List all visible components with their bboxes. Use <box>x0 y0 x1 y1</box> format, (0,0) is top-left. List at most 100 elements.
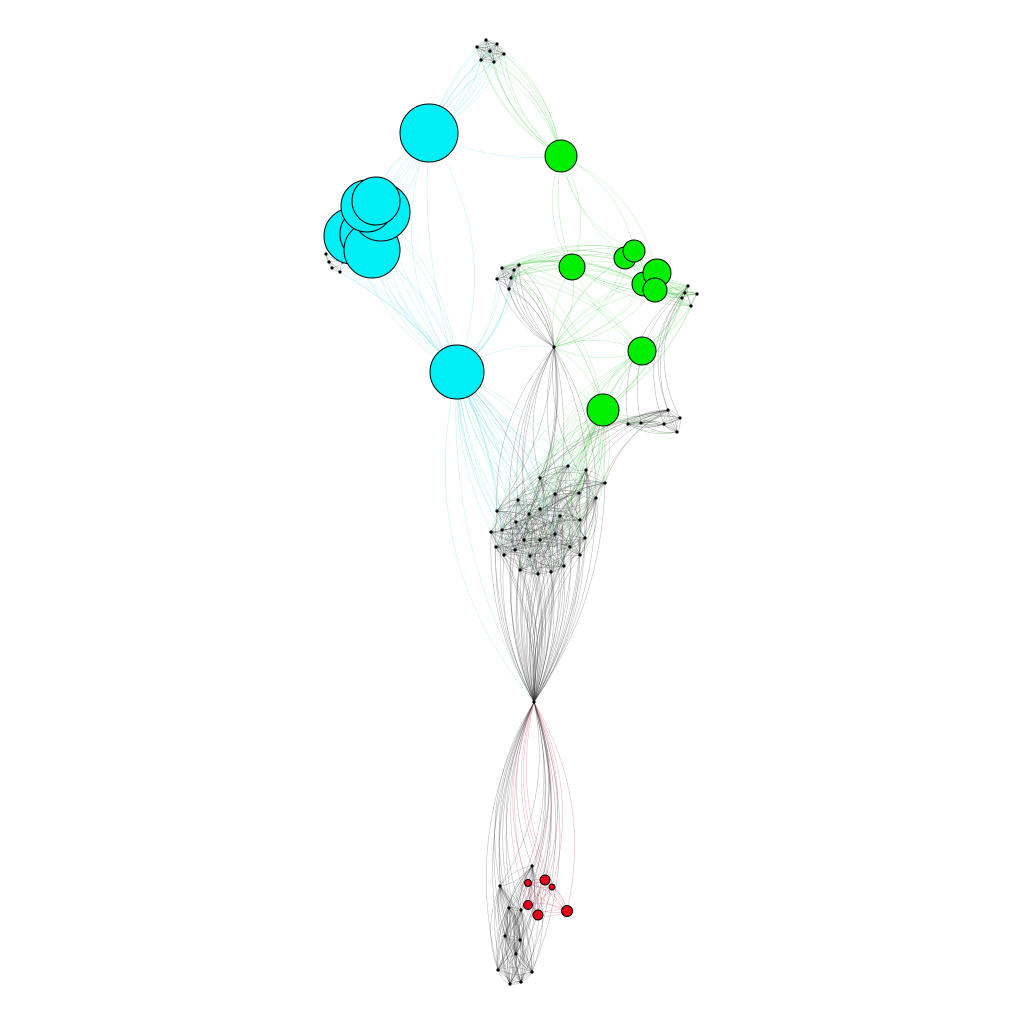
small-node <box>330 266 334 270</box>
small-node <box>324 252 328 256</box>
link-edge <box>495 409 604 548</box>
link-edge <box>501 250 626 269</box>
link-edge <box>496 346 555 512</box>
small-node <box>494 545 498 549</box>
cluster-edge <box>508 907 533 973</box>
cluster-edge <box>490 531 539 575</box>
cluster-edge <box>498 885 517 955</box>
link-edge <box>516 701 535 867</box>
small-node <box>536 572 540 576</box>
link-edge <box>502 554 535 703</box>
link-edge <box>509 499 535 703</box>
link-edge <box>518 254 658 274</box>
cluster-edge <box>476 39 487 48</box>
small-node <box>495 509 499 513</box>
cluster-edge <box>495 493 556 548</box>
link-edge <box>533 546 571 703</box>
link-edge <box>498 701 535 955</box>
link-edge <box>503 53 562 157</box>
small-node <box>498 884 502 888</box>
cluster-edge <box>504 935 533 973</box>
small-node <box>502 52 506 56</box>
cluster-edge <box>499 865 533 887</box>
link-edge <box>519 477 541 703</box>
cluster-edge <box>495 546 539 575</box>
link-edge <box>501 267 555 348</box>
link-edge <box>515 701 552 955</box>
link-edge <box>660 285 689 433</box>
cluster-edge <box>504 935 517 955</box>
small-node <box>577 491 581 495</box>
cluster-edge <box>496 267 503 280</box>
cluster-edge <box>514 953 522 983</box>
cluster-edge <box>579 497 598 556</box>
cluster-edge <box>504 865 533 937</box>
cluster-edge <box>519 939 533 973</box>
link-edge <box>529 555 544 703</box>
link-edge <box>604 409 669 484</box>
cluster-edge <box>497 967 533 973</box>
red-node <box>532 909 544 921</box>
link-edge <box>533 465 573 703</box>
small-node <box>495 42 499 46</box>
link-edge <box>499 701 540 887</box>
link-edge <box>497 701 546 971</box>
link-edge <box>533 554 581 703</box>
link-edge <box>602 293 698 411</box>
cluster-edge <box>503 465 569 556</box>
link-edge <box>499 529 535 703</box>
cluster-edge <box>490 493 556 533</box>
link-edge <box>492 701 535 985</box>
cluster-edge <box>328 261 341 273</box>
link-edge <box>445 371 535 703</box>
cyan-node <box>429 344 485 400</box>
link-edge <box>560 155 635 252</box>
link-edge <box>505 701 535 973</box>
small-node <box>475 45 479 49</box>
small-node <box>558 514 562 518</box>
link-edge <box>595 409 669 499</box>
small-node <box>514 952 518 956</box>
cluster-edge <box>627 417 681 427</box>
cluster-edge <box>325 253 341 273</box>
red-node <box>539 874 551 886</box>
link-edge <box>508 288 555 348</box>
link-edge <box>579 350 643 521</box>
cluster-edge <box>519 569 539 575</box>
small-node <box>479 58 483 62</box>
link-edge <box>532 346 555 479</box>
link-edge <box>531 701 561 973</box>
cluster-edge <box>480 39 487 61</box>
link-edge <box>509 346 555 551</box>
small-node <box>686 284 690 288</box>
cluster-edge <box>504 935 513 985</box>
link-edge <box>554 350 643 495</box>
small-node <box>594 496 598 500</box>
cluster-edge <box>514 549 552 573</box>
link-edge <box>518 264 604 411</box>
cyan-node <box>351 176 401 226</box>
cluster-edge <box>496 267 503 280</box>
link-edge <box>560 155 658 274</box>
link-edge <box>515 521 541 703</box>
small-node <box>583 536 587 540</box>
cluster-edge <box>567 465 587 471</box>
cluster-edge <box>497 939 521 971</box>
small-node <box>484 38 488 42</box>
cluster-edge <box>515 953 533 973</box>
cluster-edge <box>480 53 505 61</box>
link-edge <box>509 701 552 985</box>
small-node <box>683 291 687 295</box>
small-node <box>507 287 511 291</box>
cluster-edge <box>476 39 487 48</box>
link-edge <box>489 50 562 157</box>
small-node <box>528 554 532 558</box>
link-edge <box>553 257 626 348</box>
cluster-edge <box>490 531 505 556</box>
link-edge <box>524 539 541 703</box>
link-edge <box>496 43 562 157</box>
small-node <box>666 408 670 412</box>
link-edge <box>520 555 535 703</box>
link-edge <box>486 701 535 971</box>
link-edge <box>528 350 643 515</box>
